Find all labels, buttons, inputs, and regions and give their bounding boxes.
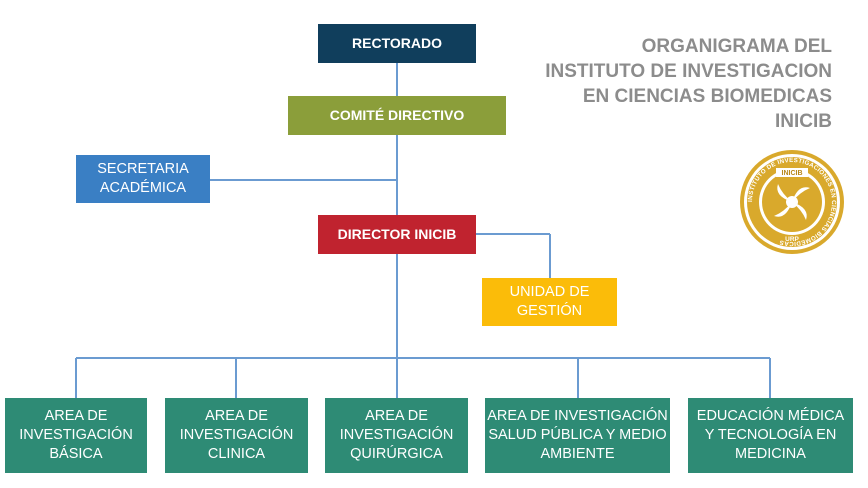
node-area-label: AREA DE INVESTIGACIÓN QUIRÚRGICA: [339, 408, 454, 462]
node-area-basica: AREA DE INVESTIGACIÓN BÁSICA: [5, 398, 147, 473]
seal-top-label: INICIB: [782, 170, 803, 177]
node-director-label: DIRECTOR INICIB: [337, 226, 457, 243]
node-area-label: EDUCACIÓN MÉDICA Y TECNOLOGÍA EN MEDICIN…: [696, 408, 845, 462]
node-educacion-medica: EDUCACIÓN MÉDICA Y TECNOLOGÍA EN MEDICIN…: [688, 398, 853, 473]
node-area-quirurgica: AREA DE INVESTIGACIÓN QUIRÚRGICA: [325, 398, 468, 473]
node-area-label: AREA DE INVESTIGACIÓN CLINICA: [179, 408, 294, 462]
inicib-seal-logo: INSTITUTO DE INVESTIGACIONES EN CIENCIAS…: [740, 150, 844, 254]
node-area-label: AREA DE INVESTIGACIÓN BÁSICA: [19, 408, 133, 462]
node-comite-directivo: COMITÉ DIRECTIVO: [288, 96, 506, 135]
title-line-2: INSTITUTO DE INVESTIGACION: [545, 61, 832, 82]
node-comite-label: COMITÉ DIRECTIVO: [329, 107, 465, 124]
seal-bottom-label: URP: [785, 236, 799, 243]
node-rectorado: RECTORADO: [318, 24, 476, 63]
node-director-inicib: DIRECTOR INICIB: [318, 215, 476, 254]
seal-swirl-icon: [774, 184, 810, 220]
node-area-clinica: AREA DE INVESTIGACIÓN CLINICA: [165, 398, 308, 473]
node-secretaria-academica: SECRETARIA ACADÉMICA: [76, 155, 210, 203]
chart-title: ORGANIGRAMA DEL INSTITUTO DE INVESTIGACI…: [432, 34, 832, 134]
node-area-label: AREA DE INVESTIGACIÓN SALUD PÚBLICA Y ME…: [487, 408, 668, 462]
node-unidad-label: UNIDAD DE GESTIÓN: [509, 284, 590, 319]
title-line-3: EN CIENCIAS BIOMEDICAS: [582, 86, 832, 107]
title-line-1: ORGANIGRAMA DEL: [641, 36, 832, 57]
node-unidad-gestion: UNIDAD DE GESTIÓN: [482, 278, 617, 326]
node-secretaria-label: SECRETARIA ACADÉMICA: [97, 161, 189, 196]
title-line-4: INICIB: [775, 111, 832, 132]
node-rectorado-label: RECTORADO: [352, 35, 442, 52]
node-area-salud-publica: AREA DE INVESTIGACIÓN SALUD PÚBLICA Y ME…: [485, 398, 670, 473]
